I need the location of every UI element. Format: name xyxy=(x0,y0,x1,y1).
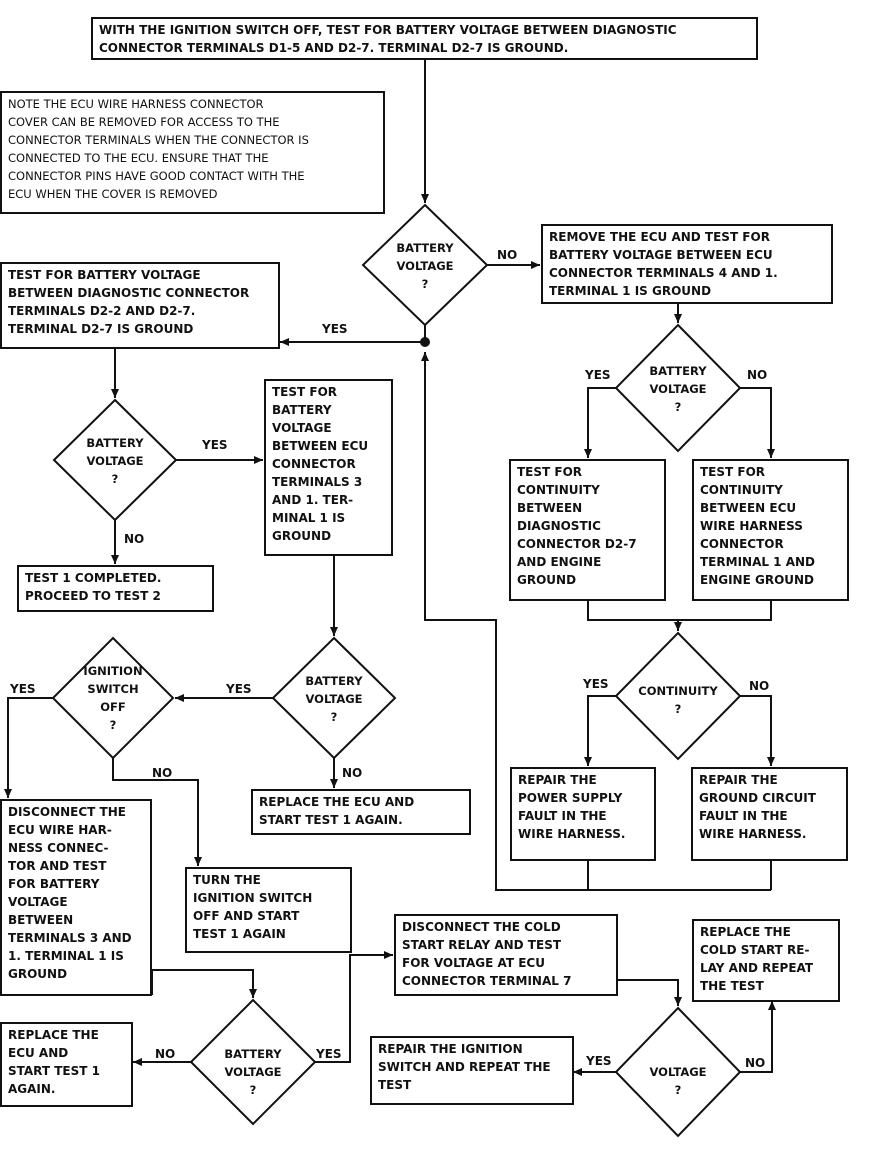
label-no-d5: NO xyxy=(749,679,770,693)
decision-text-2: BATTERY VOLTAGE ? xyxy=(649,364,707,414)
label-yes-d6: YES xyxy=(10,682,36,696)
box-test-d22: TEST FOR BATTERY VOLTAGE BETWEEN DIAGNOS… xyxy=(0,262,280,349)
decision-text-7: BATTERY VOLTAGE ? xyxy=(224,1047,282,1097)
box-replace-ecu-bottom: REPLACE THE ECU AND START TEST 1 AGAIN. xyxy=(0,1022,133,1107)
label-no-d7: NO xyxy=(155,1047,176,1061)
junction-dot xyxy=(420,337,430,347)
box-test-ecu31: TEST FOR BATTERY VOLTAGE BETWEEN ECU CON… xyxy=(264,379,393,556)
decision-text-3: BATTERY VOLTAGE ? xyxy=(86,436,144,486)
decision-diamond-5 xyxy=(614,631,742,761)
box-disconnect-ecu: DISCONNECT THE ECU WIRE HAR- NESS CONNEC… xyxy=(0,799,152,996)
label-no-d2: NO xyxy=(747,368,768,382)
box-test-cont-diag: TEST FOR CONTINUITY BETWEEN DIAGNOSTIC C… xyxy=(509,459,666,601)
box-repair-ground: REPAIR THE GROUND CIRCUIT FAULT IN THE W… xyxy=(691,767,848,861)
box-remove-ecu: REMOVE THE ECU AND TEST FOR BATTERY VOLT… xyxy=(541,224,833,304)
decision-text-8: VOLTAGE ? xyxy=(649,1065,707,1097)
label-yes-d8: YES xyxy=(586,1054,612,1068)
label-yes-d7: YES xyxy=(316,1047,342,1061)
box-test-cont-ecu: TEST FOR CONTINUITY BETWEEN ECU WIRE HAR… xyxy=(692,459,849,601)
box-replace-cold: REPLACE THE COLD START RE- LAY AND REPEA… xyxy=(692,919,840,1002)
label-no-d3: NO xyxy=(124,532,145,546)
box-note: NOTE THE ECU WIRE HARNESS CONNECTOR COVE… xyxy=(0,91,385,214)
box-test1-done: TEST 1 COMPLETED. PROCEED TO TEST 2 xyxy=(17,565,214,612)
label-yes-d5: YES xyxy=(583,677,609,691)
decision-text-4: BATTERY VOLTAGE ? xyxy=(305,674,363,724)
decision-diamond-8 xyxy=(614,1006,742,1138)
decision-text-6: IGNITION SWITCH OFF ? xyxy=(83,664,143,732)
box-repair-ignition: REPAIR THE IGNITION SWITCH AND REPEAT TH… xyxy=(370,1036,574,1105)
label-no-d8: NO xyxy=(745,1056,766,1070)
decision-diamond-7 xyxy=(189,998,317,1126)
box-repair-power: REPAIR THE POWER SUPPLY FAULT IN THE WIR… xyxy=(510,767,656,861)
label-no-d4: NO xyxy=(342,766,363,780)
label-yes-d1: YES xyxy=(322,322,348,336)
box-disconnect-cold: DISCONNECT THE COLD START RELAY AND TEST… xyxy=(394,914,618,996)
decision-text-1: BATTERY VOLTAGE ? xyxy=(396,241,454,291)
decision-diamond-2 xyxy=(614,323,742,453)
box-turn-ignition: TURN THE IGNITION SWITCH OFF AND START T… xyxy=(185,867,352,953)
label-yes-d4: YES xyxy=(226,682,252,696)
label-yes-d2: YES xyxy=(585,368,611,382)
label-yes-d3: YES xyxy=(202,438,228,452)
label-no-d6: NO xyxy=(152,766,173,780)
label-no-d1: NO xyxy=(497,248,518,262)
box-start: WITH THE IGNITION SWITCH OFF, TEST FOR B… xyxy=(91,17,758,60)
decision-text-5: CONTINUITY ? xyxy=(638,684,718,716)
box-replace-ecu-top: REPLACE THE ECU AND START TEST 1 AGAIN. xyxy=(251,789,471,835)
